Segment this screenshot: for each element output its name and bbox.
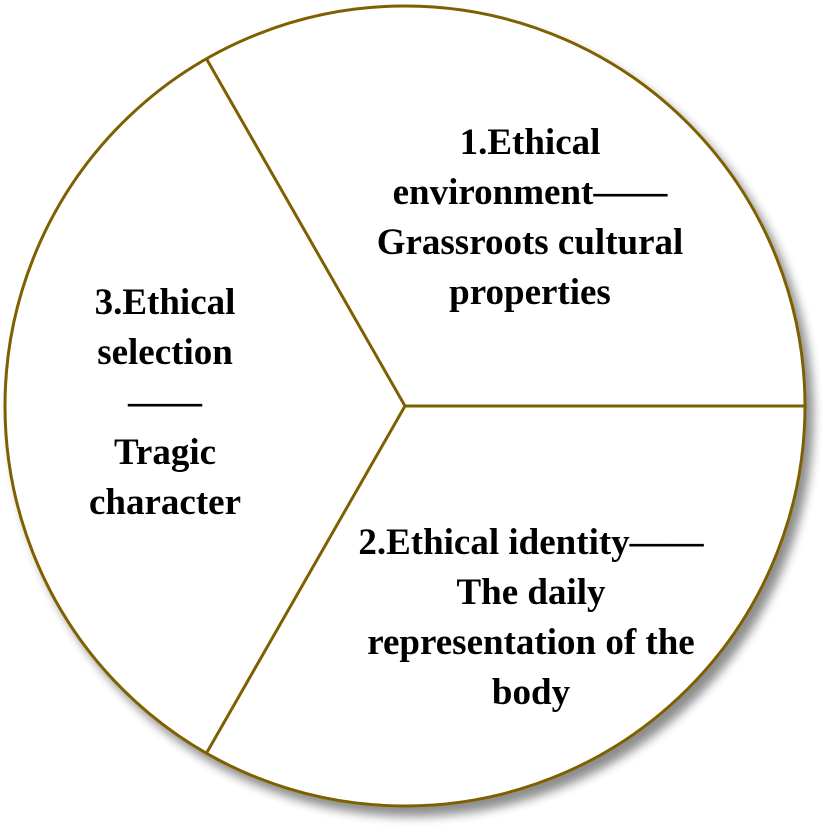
divider-upper-left bbox=[204, 57, 407, 407]
segment-1-label: 1.Ethical environment—— Grassroots cultu… bbox=[376, 122, 684, 313]
divider-lower-left bbox=[204, 405, 407, 755]
segment-3-label: 3.Ethical selection —— Tragic character bbox=[88, 282, 241, 523]
segment-2-label: 2.Ethical identity—— The daily represent… bbox=[358, 522, 704, 713]
